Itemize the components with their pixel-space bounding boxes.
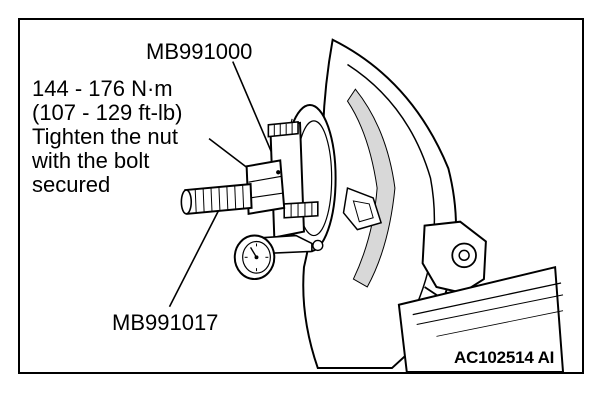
label-mb991017: MB991017 (112, 310, 219, 335)
wheel-stud-upper (267, 120, 299, 138)
label-instruction-line2: with the bolt (32, 148, 150, 173)
wheel-stud-lower (283, 201, 319, 219)
label-torque-ftlb: (107 - 129 ft-lb) (32, 100, 183, 125)
support-stand (397, 265, 565, 372)
leader-line-mb991017 (168, 207, 221, 308)
backing-plate-shade (346, 88, 396, 288)
label-mb991000: MB991000 (146, 39, 253, 64)
hub-assembly-illustration (168, 38, 565, 372)
backing-plate-slot (342, 187, 383, 231)
label-instruction-line3: secured (32, 172, 111, 197)
figure-code: AC102514 AI (454, 348, 555, 367)
leader-line-mb991000 (232, 61, 275, 157)
diagram-frame: MB991000 144 - 176 N·m (107 - 129 ft-lb)… (18, 18, 584, 374)
torque-instruction-block: 144 - 176 N·m (107 - 129 ft-lb) Tighten … (32, 77, 182, 197)
label-instruction-line1: Tighten the nut (32, 124, 178, 149)
backing-plate-inner-rim (347, 63, 436, 322)
label-torque-nm: 144 - 176 N·m (32, 76, 173, 101)
